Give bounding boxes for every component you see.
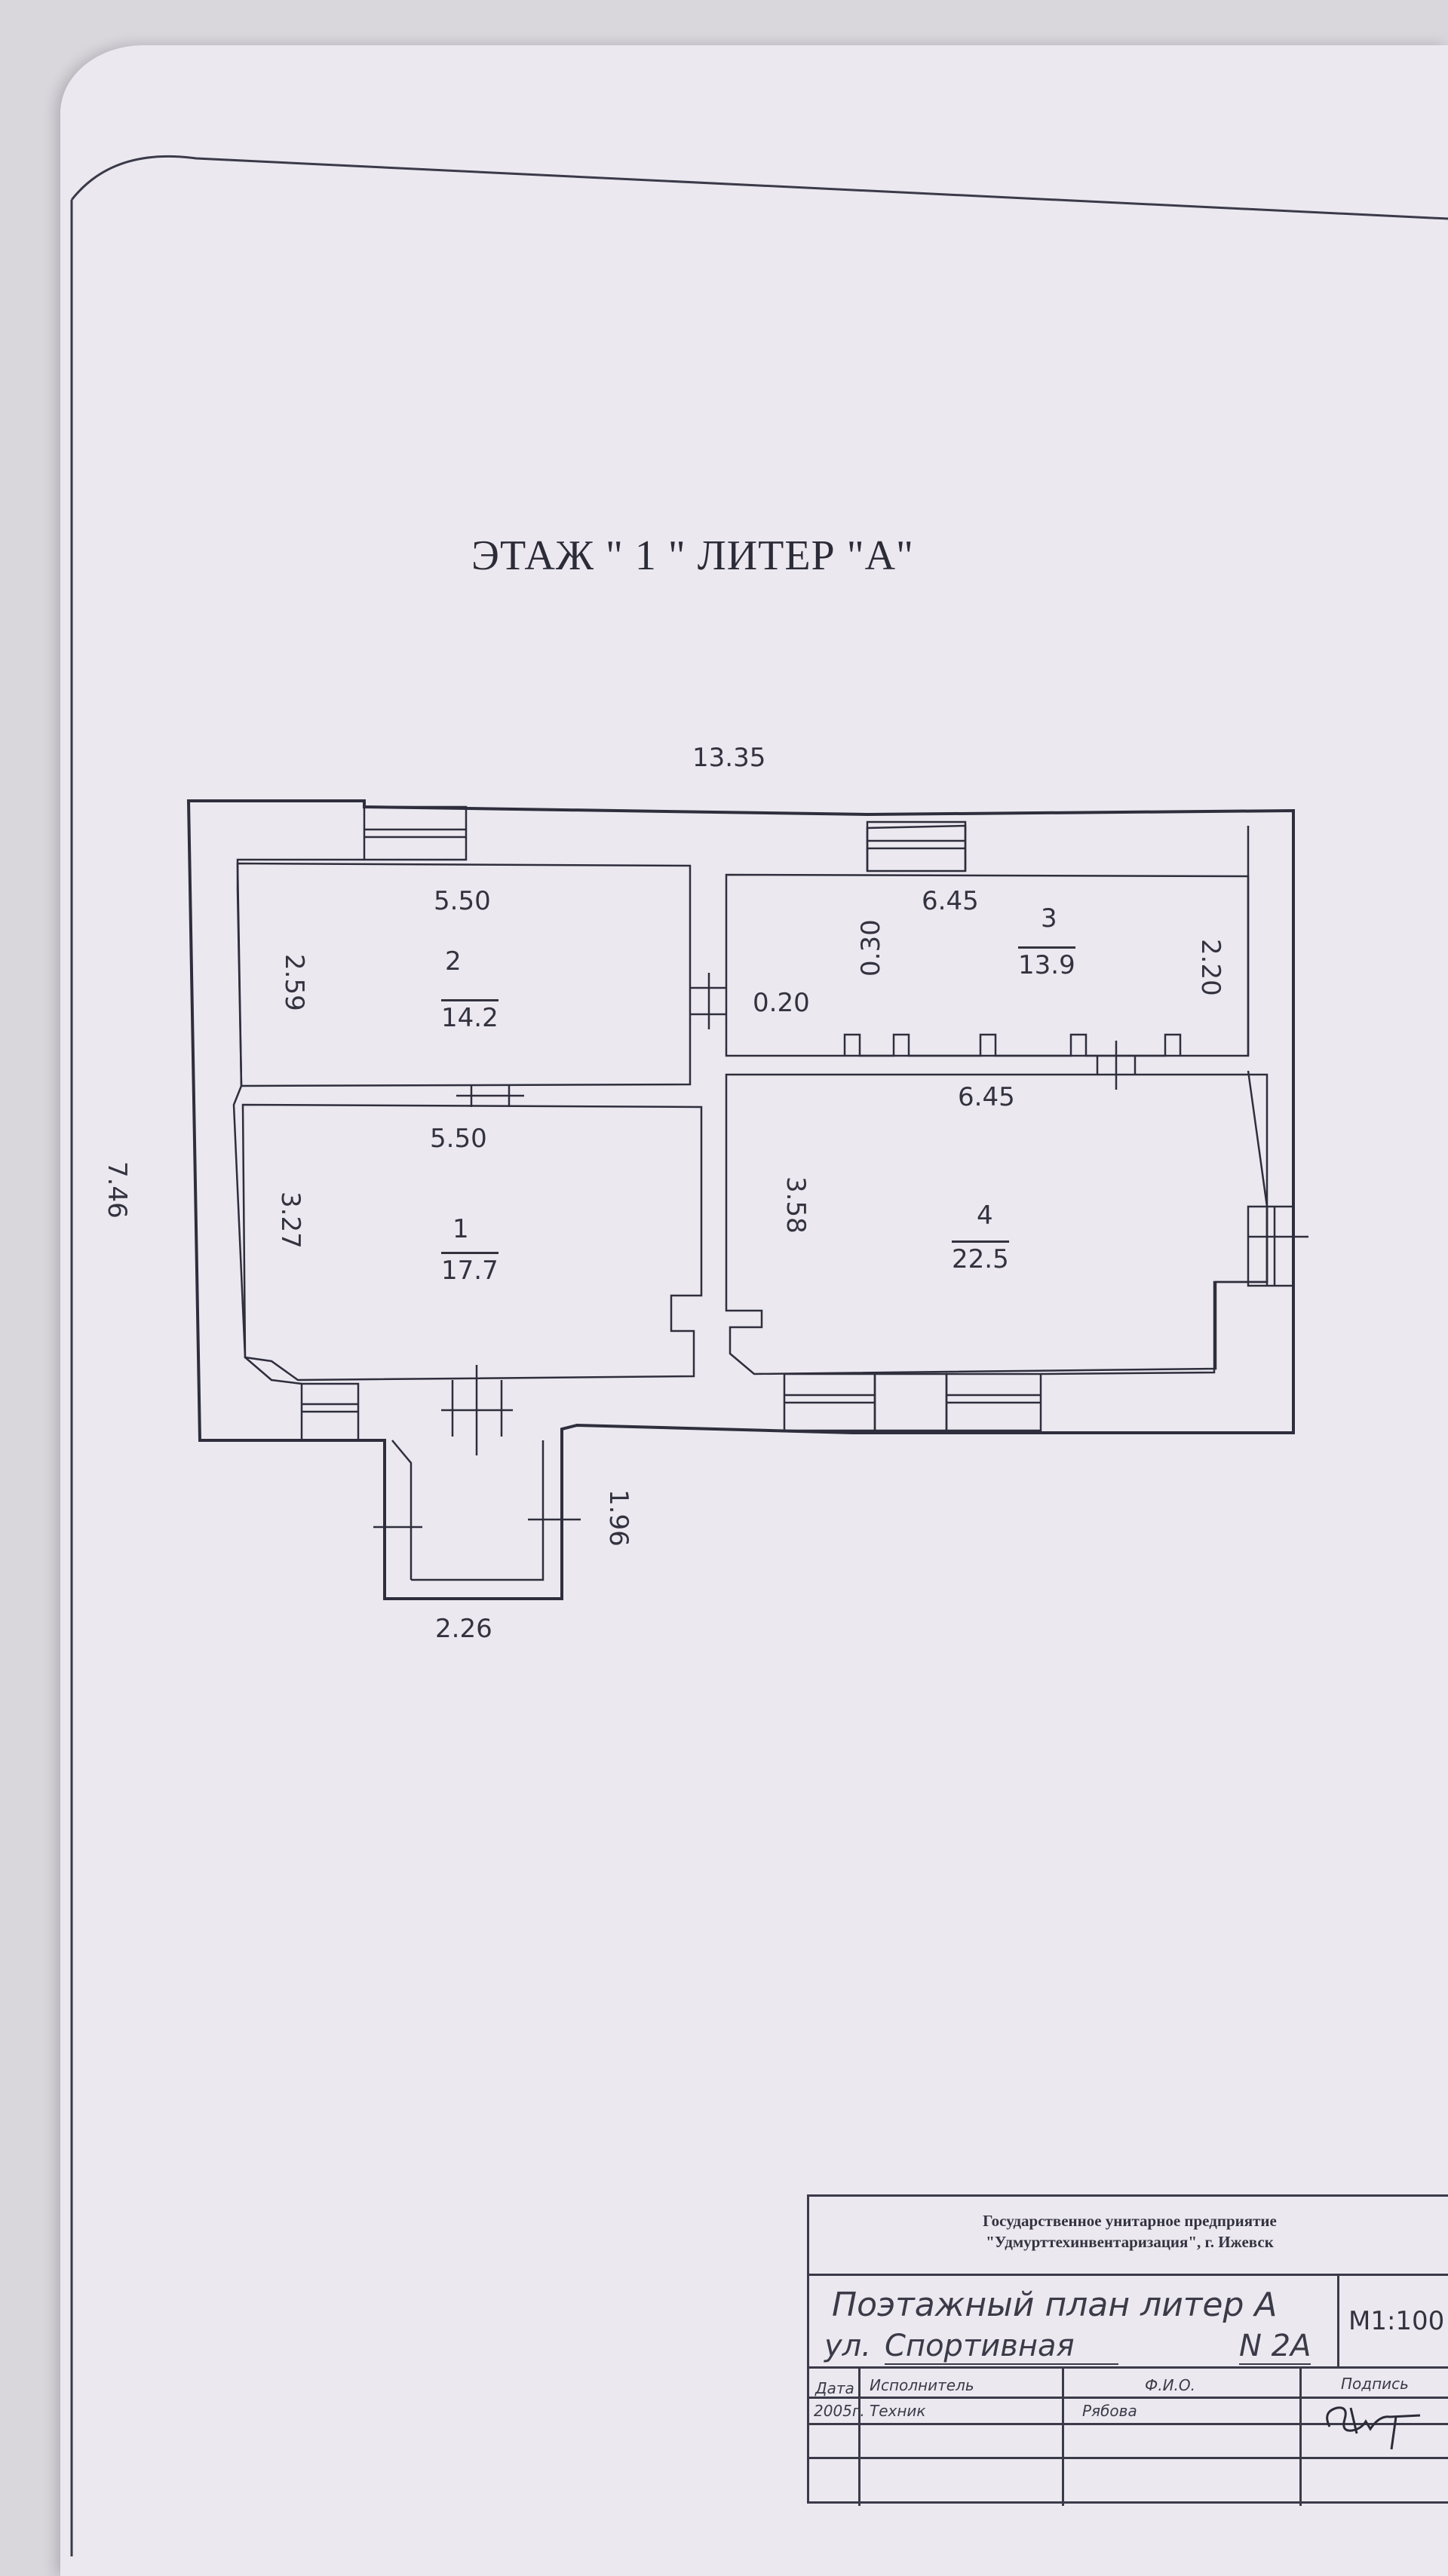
outer-wall-outline [186, 799, 1295, 1600]
door-marks [373, 973, 1308, 1529]
executor-value: Техник [870, 2402, 926, 2420]
dimension-porch-length: 2.26 [435, 1614, 492, 1644]
room-3-outline [725, 873, 1250, 1057]
page-frame [70, 155, 1448, 2556]
dimension-total-length: 13.35 [692, 743, 766, 773]
windows [300, 805, 1295, 1442]
street-prefix: ул. [824, 2329, 871, 2363]
dimension-partition-a: 0.20 [753, 988, 810, 1018]
dimension-room3-width: 2.20 [1195, 939, 1226, 996]
room-3-area: 13.9 [1018, 946, 1075, 980]
organization-line-2: "Удмурттехинвентаризация", г. Ижевск [986, 2233, 1274, 2251]
dimension-porch-width: 1.96 [603, 1489, 634, 1547]
room-2-area: 14.2 [441, 999, 499, 1033]
organization-line-1: Государственное унитарное предприятие [983, 2212, 1277, 2230]
title-block: Государственное унитарное предприятие "У… [807, 2194, 1448, 2506]
floor-plan-title: ЭТАЖ " 1 " ЛИТЕР "А" [471, 532, 914, 579]
name-value: Рябова [1082, 2402, 1137, 2420]
column-name: Ф.И.О. [1145, 2376, 1195, 2394]
organization-header: Государственное унитарное предприятие "У… [809, 2197, 1448, 2276]
room-2-outline [236, 862, 692, 1087]
room-1-number: 1 [452, 1214, 469, 1244]
dimension-total-width: 7.46 [102, 1161, 132, 1219]
document-title: Поэтажный план литер А [832, 2286, 1278, 2324]
column-signature: Подпись [1341, 2375, 1409, 2393]
column-executor: Исполнитель [870, 2376, 974, 2394]
room-3-number: 3 [1041, 903, 1057, 934]
dimension-room2-width: 2.59 [279, 954, 309, 1011]
room-1-area: 17.7 [441, 1252, 499, 1286]
scale-label: М1:100 [1348, 2306, 1445, 2336]
dimension-room4-length: 6.45 [958, 1082, 1015, 1112]
signature-mark [1326, 2406, 1421, 2450]
room-1-outline [241, 1103, 703, 1382]
dimension-partition-b: 0.30 [856, 919, 886, 977]
room-2-number: 2 [445, 946, 462, 977]
room-4-area: 22.5 [952, 1240, 1009, 1274]
inner-wall-outline [232, 858, 364, 1385]
dimension-room1-width: 3.27 [275, 1191, 305, 1249]
street-name: Спортивная [885, 2329, 1118, 2365]
dimension-room4-width: 3.58 [781, 1176, 811, 1234]
date-value: 2005г. [814, 2402, 865, 2420]
dimension-room3-length: 6.45 [922, 886, 979, 916]
room-4-number: 4 [977, 1201, 993, 1231]
dimension-room1-length: 5.50 [430, 1124, 487, 1154]
house-number: N 2А [1239, 2329, 1311, 2365]
column-date: Дата [815, 2379, 854, 2397]
partition-teeth [843, 1033, 1182, 1057]
dimension-room2-length: 5.50 [434, 886, 491, 916]
